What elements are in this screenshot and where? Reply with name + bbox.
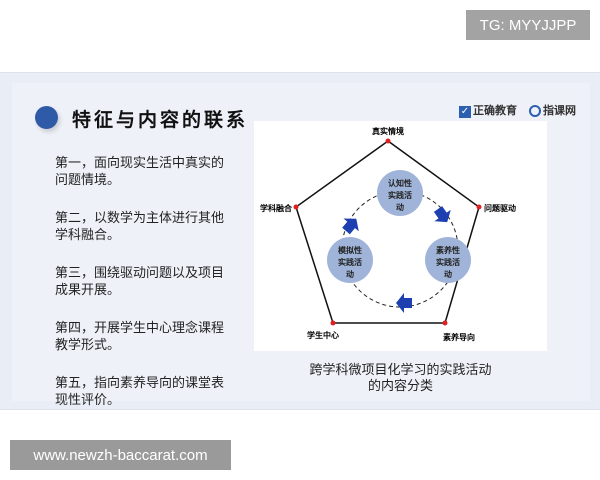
- point: 第三，围绕驱动问题以及项目成果开展。: [55, 266, 225, 298]
- vertex-label: 学生中心: [307, 330, 339, 340]
- activity-label: 认知性: [388, 178, 412, 188]
- slide-inner: 特征与内容的联系 ✓正确教育 指课网 第一，面向现实生活中真实的问题情境。 第二…: [12, 83, 590, 408]
- pentagon: [295, 140, 480, 324]
- activity-label: 动: [444, 269, 452, 279]
- vertex-dot: [330, 320, 336, 326]
- arrow-icon: [396, 293, 412, 313]
- points-list: 第一，面向现实生活中真实的问题情境。 第二，以数学为主体进行其他学科融合。 第三…: [55, 155, 225, 430]
- point: 第一，面向现实生活中真实的问题情境。: [55, 156, 225, 188]
- title-bullet-icon: [35, 106, 58, 129]
- slide-title: 特征与内容的联系: [72, 109, 249, 131]
- point: 第二，以数学为主体进行其他学科融合。: [55, 211, 225, 243]
- logo-zhike: 指课网: [529, 102, 576, 118]
- zhike-logo-icon: [529, 105, 541, 117]
- pentagon-diagram: 真实情境 问题驱动 素养导向 学生中心 学科融合 认知性 实践活 动 素养性 实…: [254, 121, 547, 351]
- activity-label: 实践活: [388, 190, 412, 200]
- vertex-dot: [293, 204, 299, 210]
- activity-label: 动: [396, 202, 404, 212]
- activity-label: 模拟性: [338, 245, 362, 255]
- watermark-top: TG: MYYJJPP: [466, 10, 590, 40]
- activity-label: 素养性: [436, 245, 460, 255]
- activity-label: 实践活: [338, 257, 362, 267]
- activity-label: 实践活: [436, 257, 460, 267]
- activity-circle-cognitive: [377, 170, 423, 216]
- vertex-dot: [385, 138, 391, 144]
- vertex-label: 学科融合: [260, 203, 293, 213]
- vertex-dot: [476, 204, 482, 210]
- logo-zhengque: ✓正确教育: [459, 104, 517, 118]
- arrow-icon: [342, 218, 359, 235]
- vertex-label: 素养导向: [443, 332, 475, 342]
- point: 第五，指向素养导向的课堂表现性评价。: [55, 376, 225, 408]
- diagram-caption: 跨学科微项目化学习的实践活动 的内容分类: [309, 363, 492, 394]
- vertex-dot: [442, 320, 448, 326]
- activity-circle-simulation: [327, 237, 373, 283]
- vertex-label: 真实情境: [372, 126, 404, 136]
- activity-circle-literacy: [425, 237, 471, 283]
- activity-label: 动: [346, 269, 354, 279]
- arrow-icon: [433, 206, 451, 223]
- logos: ✓正确教育 指课网: [459, 102, 576, 118]
- slide: 特征与内容的联系 ✓正确教育 指课网 第一，面向现实生活中真实的问题情境。 第二…: [0, 72, 600, 410]
- vertex-label: 问题驱动: [484, 203, 516, 213]
- checkbox-logo-icon: ✓: [459, 106, 471, 118]
- point: 第四，开展学生中心理念课程教学形式。: [55, 321, 225, 353]
- watermark-bottom: www.newzh-baccarat.com: [10, 440, 231, 470]
